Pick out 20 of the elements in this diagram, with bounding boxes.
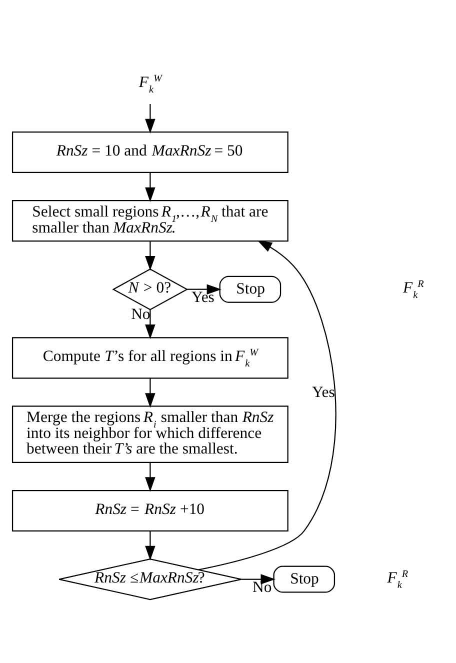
arrow [145,531,156,560]
node-diamond: RnSz ≤MaxRnSz? [58,558,242,600]
node-box: Stop [273,566,336,593]
node-box: Stop [219,276,282,303]
node-box: RnSz = 10 and MaxRnSz = 50 [12,131,288,174]
arrow [187,284,222,294]
arrow [145,172,156,202]
arrow [145,378,156,408]
node-box: RnSz = RnSz +10 [12,490,288,532]
arrow [145,310,156,340]
arrow [145,241,156,271]
node-box: Select small regions R$_{1}$,…,R$_{N}$ that are smaller than MaxRnSz. [12,200,288,242]
edge-label: Yes [192,288,214,306]
node-box: Merge the regions R$_{i}$ smaller than RnSz into its neighbor for which difference between their T’s are the smallest. [12,406,288,463]
arrow [198,240,336,570]
arrow [145,104,156,134]
edge-label: Yes [312,384,335,401]
arrow [241,574,276,584]
arrow [145,462,156,492]
edge-label: No [252,578,272,596]
